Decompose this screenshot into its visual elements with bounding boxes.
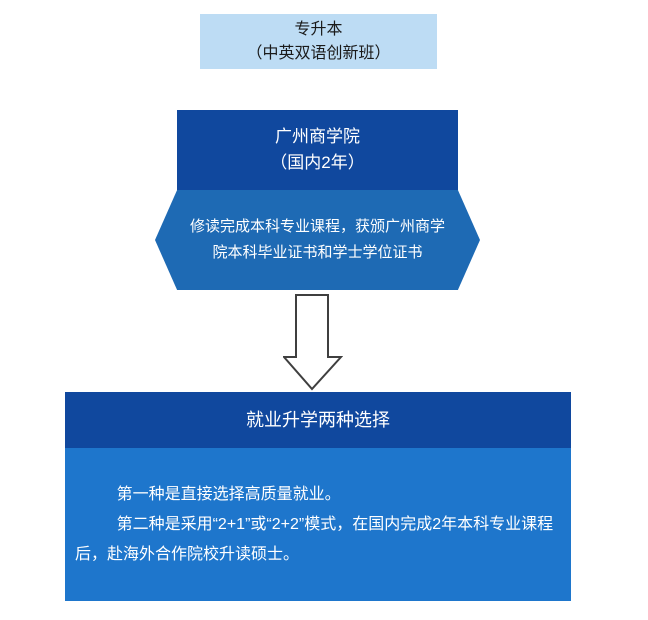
- down-arrow-icon: [283, 294, 343, 391]
- outcome-header: 就业升学两种选择: [65, 392, 571, 448]
- outcome-paragraph-1: 第一种是直接选择高质量就业。: [116, 486, 341, 503]
- school-duration: （国内2年）: [270, 153, 365, 172]
- school-name: 广州商学院: [275, 127, 360, 146]
- program-title-line1: 专升本: [294, 20, 343, 38]
- program-title-box: 专升本 （中英双语创新班）: [200, 14, 437, 69]
- outcome-box: 就业升学两种选择 第一种是直接选择高质量就业。 第二种是采用“2+1”或“2+2…: [65, 392, 571, 601]
- outcome-header-text: 就业升学两种选择: [246, 410, 390, 430]
- outcome-paragraph-2: 第二种是采用“2+1”或“2+2”模式，在国内完成2年本科专业课程后，赴海外合作…: [75, 516, 554, 563]
- school-box: 广州商学院 （国内2年）: [177, 110, 458, 190]
- outcome-body: 第一种是直接选择高质量就业。 第二种是采用“2+1”或“2+2”模式，在国内完成…: [65, 448, 571, 601]
- requirement-banner: 修读完成本科专业课程，获颁广州商学院本科毕业证书和学士学位证书: [155, 190, 480, 290]
- program-title-line2: （中英双语创新班）: [246, 44, 391, 62]
- requirement-text: 修读完成本科专业课程，获颁广州商学院本科毕业证书和学士学位证书: [189, 218, 445, 261]
